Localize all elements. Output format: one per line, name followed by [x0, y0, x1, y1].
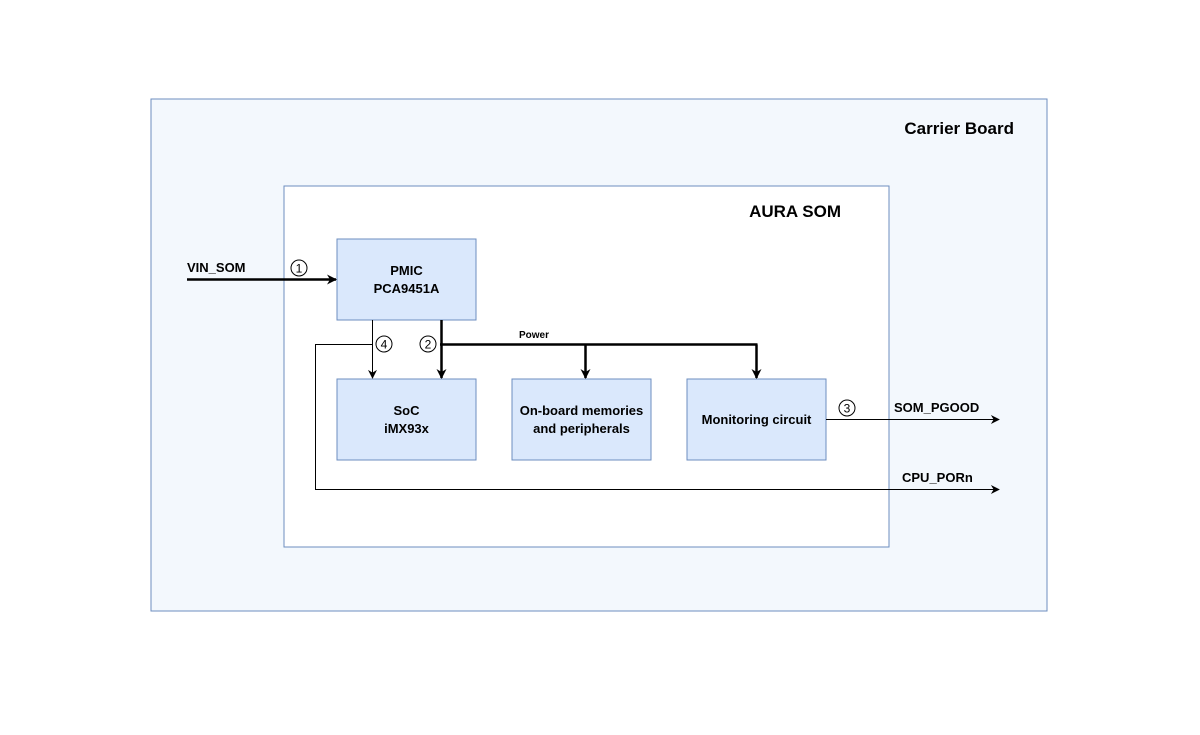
step-2-marker: 2 [419, 335, 437, 353]
carrier-board-title: Carrier Board [904, 119, 1014, 138]
memories-block: On-board memories and peripherals [511, 378, 652, 461]
power-distribution-lines [436, 320, 762, 379]
pmic-label: PMIC [390, 263, 423, 278]
cpu-porn-label: CPU_PORn [902, 470, 973, 485]
svg-text:2: 2 [425, 338, 432, 352]
pmic-block: PMIC PCA9451A [336, 238, 477, 321]
svg-text:1: 1 [296, 262, 303, 276]
svg-text:3: 3 [844, 402, 851, 416]
som-title: AURA SOM [749, 202, 841, 221]
soc-part-label: iMX93x [384, 421, 430, 436]
memories-label-2: and peripherals [533, 421, 630, 436]
som-pgood-label: SOM_PGOOD [894, 400, 979, 415]
monitoring-block: Monitoring circuit [686, 378, 827, 461]
step-4-marker: 4 [375, 335, 393, 353]
vin-som-label: VIN_SOM [187, 260, 246, 275]
pmic-part-label: PCA9451A [374, 281, 440, 296]
soc-label: SoC [394, 403, 421, 418]
svg-text:4: 4 [381, 338, 388, 352]
memories-label: On-board memories [520, 403, 644, 418]
power-label: Power [519, 330, 549, 341]
cpu-porn-line [315, 344, 1000, 494]
step-1-marker: 1 [290, 259, 308, 277]
soc-block: SoC iMX93x [336, 378, 477, 461]
step-3-marker: 3 [838, 399, 856, 417]
monitoring-label: Monitoring circuit [702, 412, 812, 427]
